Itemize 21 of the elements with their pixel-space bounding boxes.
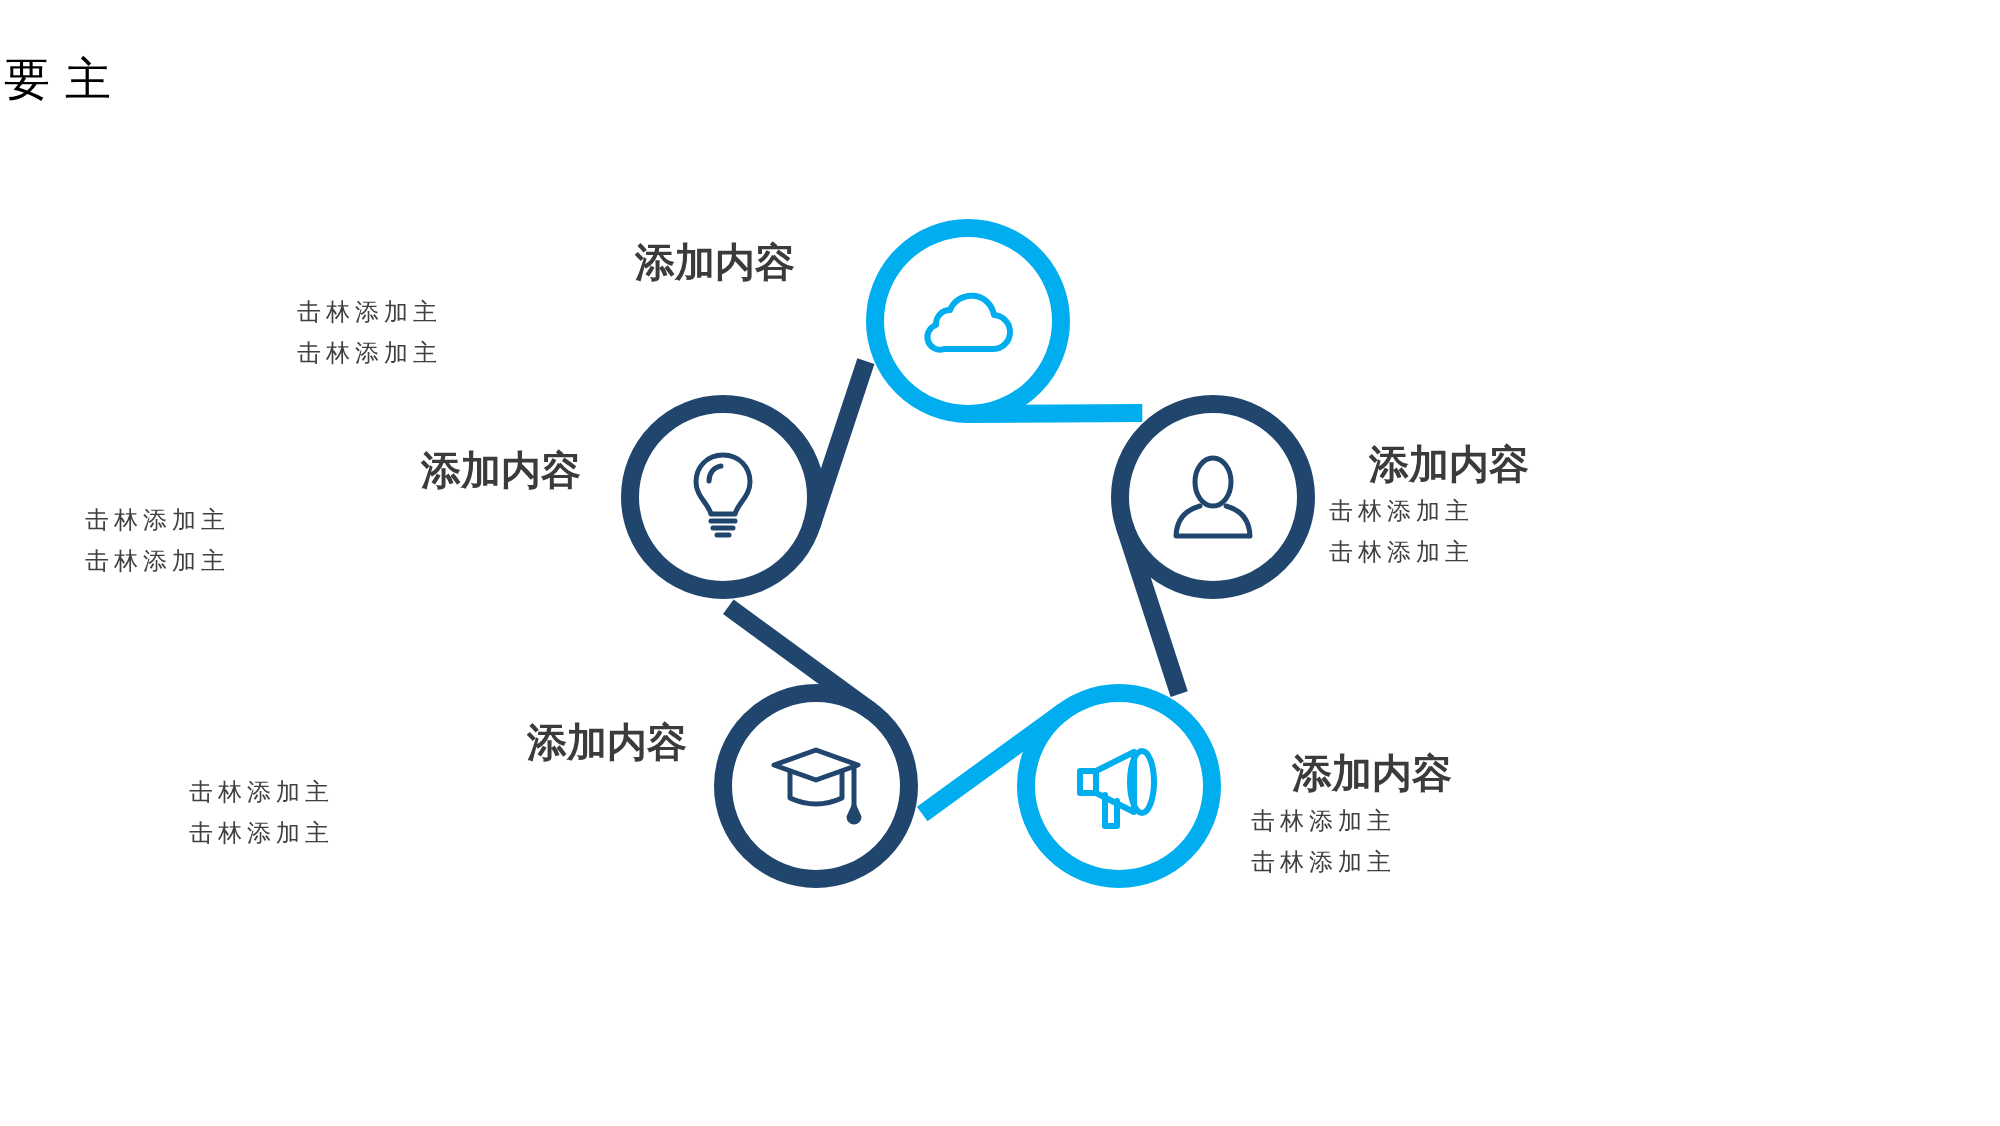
- description-text: 击林添加主: [297, 338, 442, 368]
- connector-band: [916, 703, 1070, 822]
- step-heading: 添加内容: [1369, 444, 1529, 484]
- step-heading: 添加内容: [635, 242, 795, 282]
- step-heading: 添加内容: [1292, 753, 1452, 793]
- page-title: 要 主: [4, 54, 111, 104]
- description-text: 击林添加主: [85, 546, 230, 576]
- step-heading: 添加内容: [421, 450, 581, 490]
- connector-band: [723, 599, 877, 719]
- step-heading: 添加内容: [527, 722, 687, 762]
- description-text: 击林添加主: [1329, 537, 1474, 567]
- description-text: 击林添加主: [1251, 806, 1396, 836]
- description-text: 击林添加主: [189, 818, 334, 848]
- connector-band: [802, 358, 875, 530]
- connector-band: [1115, 522, 1188, 697]
- description-text: 击林添加主: [297, 297, 442, 327]
- description-text: 击林添加主: [189, 777, 334, 807]
- connector-band: [968, 404, 1143, 423]
- description-text: 击林添加主: [1251, 847, 1396, 877]
- description-text: 击林添加主: [85, 505, 230, 535]
- description-text: 击林添加主: [1329, 496, 1474, 526]
